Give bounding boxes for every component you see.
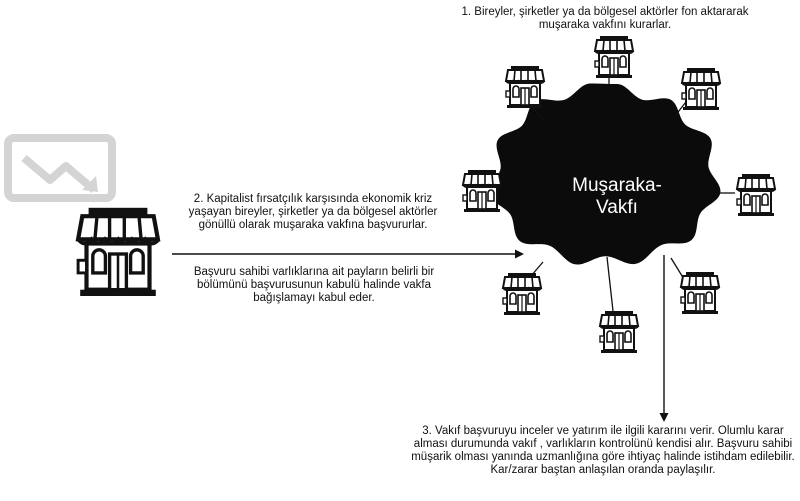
store-icon-top-right [681,67,722,111]
applicant-store-icon [78,208,159,296]
store-icon-top [594,35,635,79]
center-label: Muşaraka- Vakfı [572,175,662,218]
step2-note: Başvuru sahibi varlıklarına ait payların… [193,266,435,304]
store-icon-right [736,173,777,217]
musaraka-vakfi-blob [489,83,721,265]
store-icon-left [462,169,503,213]
declining-chart-icon [4,134,116,202]
step1-text: 1. Bireyler, şirketler ya da bölgesel ak… [461,6,749,31]
step2-text: 2. Kapitalist fırsatçılık karşısında eko… [188,193,438,231]
store-icon-top-left [505,65,546,109]
store-icon-bottom-right [680,271,721,315]
store-icon-bottom [599,310,640,354]
step3-text: 3. Vakıf başvuruyu inceler ve yatırım il… [411,425,795,476]
store-icon-bottom-left [502,272,543,316]
